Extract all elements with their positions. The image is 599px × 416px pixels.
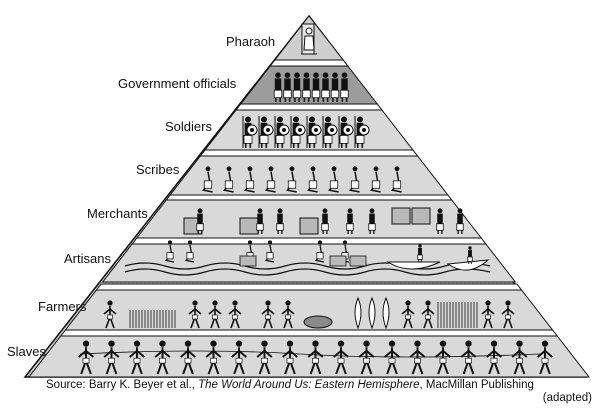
band-ledge-7	[59, 329, 559, 337]
label-merchants: Merchants	[87, 206, 148, 221]
label-scribes: Scribes	[136, 162, 180, 177]
farmers-figures	[103, 296, 515, 330]
label-government-officials: Government officials	[118, 76, 237, 91]
band-ledge-2	[235, 103, 383, 111]
band-ledge-1	[269, 59, 349, 67]
label-artisans: Artisans	[64, 251, 111, 266]
label-slaves: Slaves	[7, 344, 47, 359]
soldiers-figures	[242, 116, 370, 148]
merchants-figures	[183, 207, 464, 235]
band-ledge-5	[131, 237, 487, 245]
level-labels: Pharaoh Government officials Soldiers Sc…	[7, 34, 275, 359]
source-publisher: , MacMillan Publishing	[419, 379, 534, 391]
scribes-figures	[201, 166, 402, 193]
artisans-figures	[124, 240, 491, 276]
band-ledge-3	[199, 149, 419, 157]
label-soldiers: Soldiers	[165, 119, 212, 134]
slaves-figures	[78, 340, 553, 375]
source-prefix: Source: Barry K. Beyer et al.,	[46, 379, 199, 391]
band-farmers	[64, 289, 554, 331]
band-ledge-6	[95, 283, 523, 291]
label-farmers: Farmers	[38, 299, 87, 314]
source-caption: Source: Barry K. Beyer et al., The World…	[46, 379, 592, 405]
source-title: The World Around Us: Eastern Hemisphere	[198, 379, 420, 391]
pharaoh-figure	[301, 23, 317, 55]
source-note: (adapted)	[542, 392, 592, 404]
pyramid-figures	[78, 72, 553, 375]
label-pharaoh: Pharaoh	[226, 34, 275, 49]
officials-figures	[273, 72, 349, 102]
